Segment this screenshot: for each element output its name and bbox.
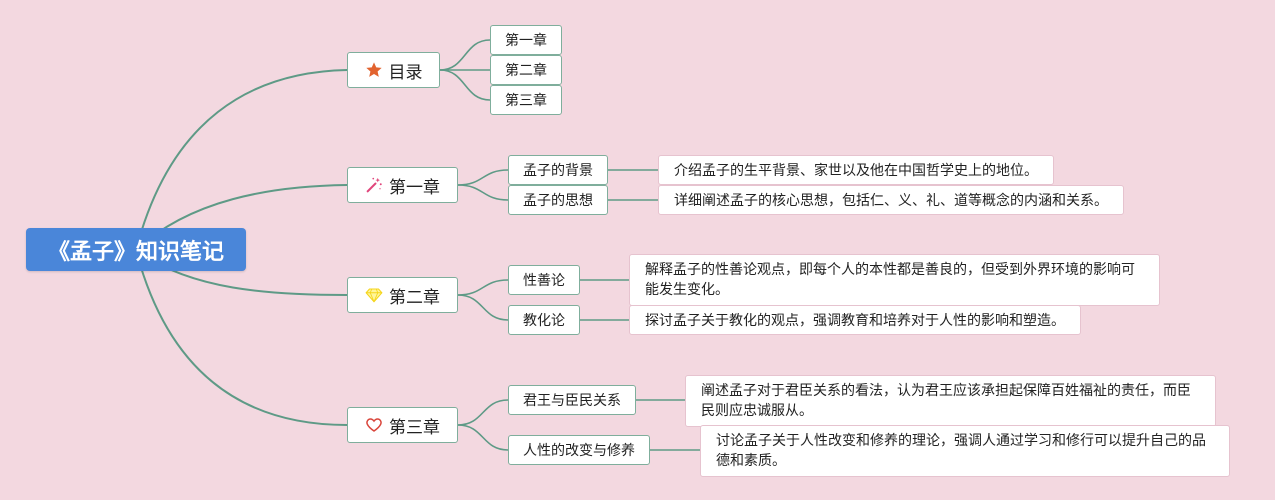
- topic-chapter-3-label: 第三章: [389, 417, 440, 438]
- root-topic-label: 《孟子》知识笔记: [47, 239, 224, 265]
- detail-education-theory[interactable]: 探讨孟子关于教化的观点，强调教育和培养对于人性的影响和塑造。: [629, 305, 1081, 335]
- subtopic-contents-chapter-1[interactable]: 第一章: [490, 25, 562, 55]
- subtopic-label: 第二章: [505, 63, 547, 79]
- connector-root-contents: [135, 69, 348, 251]
- connector-contents-item-1: [439, 39, 491, 71]
- subtopic-label: 孟子的背景: [523, 163, 593, 179]
- heart-icon: [365, 416, 383, 434]
- magic-wand-icon: [365, 176, 383, 194]
- detail-text: 解释孟子的性善论观点，即每个人的本性都是善良的，但受到外界环境的影响可能发生变化…: [645, 262, 1135, 298]
- topic-contents[interactable]: 目录: [347, 52, 440, 88]
- subtopic-label: 性善论: [523, 273, 565, 289]
- root-topic[interactable]: 《孟子》知识笔记: [26, 228, 246, 271]
- subtopic-label: 人性的改变与修养: [523, 443, 635, 459]
- subtopic-mencius-thought[interactable]: 孟子的思想: [508, 185, 608, 215]
- connector-chapter-1-thought: [457, 184, 509, 201]
- detail-text: 讨论孟子关于人性改变和修养的理论，强调人通过学习和修行可以提升自己的品德和素质。: [716, 433, 1206, 469]
- connector-contents-item-3: [439, 69, 491, 101]
- detail-mencius-thought[interactable]: 详细阐述孟子的核心思想，包括仁、义、礼、道等概念的内涵和关系。: [658, 185, 1124, 215]
- connector-chapter-3-cultivation: [457, 424, 509, 451]
- connector-root-chapter-3: [135, 249, 348, 426]
- subtopic-human-nature-cultivation[interactable]: 人性的改变与修养: [508, 435, 650, 465]
- diamond-icon: [365, 286, 383, 304]
- subtopic-contents-chapter-2[interactable]: 第二章: [490, 55, 562, 85]
- detail-human-nature-cultivation[interactable]: 讨论孟子关于人性改变和修养的理论，强调人通过学习和修行可以提升自己的品德和素质。: [700, 425, 1230, 477]
- detail-mencius-background[interactable]: 介绍孟子的生平背景、家世以及他在中国哲学史上的地位。: [658, 155, 1054, 185]
- topic-chapter-2[interactable]: 第二章: [347, 277, 458, 313]
- detail-text: 介绍孟子的生平背景、家世以及他在中国哲学史上的地位。: [674, 163, 1038, 179]
- subtopic-label: 教化论: [523, 313, 565, 329]
- connector-chapter-2-education: [457, 294, 509, 321]
- subtopic-mencius-background[interactable]: 孟子的背景: [508, 155, 608, 185]
- detail-goodness-theory[interactable]: 解释孟子的性善论观点，即每个人的本性都是善良的，但受到外界环境的影响可能发生变化…: [629, 254, 1160, 306]
- detail-ruler-subject-relation[interactable]: 阐述孟子对于君臣关系的看法，认为君王应该承担起保障百姓福祉的责任，而臣民则应忠诚…: [685, 375, 1216, 427]
- topic-chapter-1-label: 第一章: [389, 177, 440, 198]
- star-icon: [365, 61, 383, 79]
- detail-text: 详细阐述孟子的核心思想，包括仁、义、礼、道等概念的内涵和关系。: [674, 193, 1108, 209]
- subtopic-education-theory[interactable]: 教化论: [508, 305, 580, 335]
- topic-chapter-1[interactable]: 第一章: [347, 167, 458, 203]
- subtopic-ruler-subject-relation[interactable]: 君王与臣民关系: [508, 385, 636, 415]
- subtopic-contents-chapter-3[interactable]: 第三章: [490, 85, 562, 115]
- detail-text: 探讨孟子关于教化的观点，强调教育和培养对于人性的影响和塑造。: [645, 313, 1065, 329]
- connector-chapter-2-goodness: [457, 279, 509, 296]
- subtopic-label: 第一章: [505, 33, 547, 49]
- detail-text: 阐述孟子对于君臣关系的看法，认为君王应该承担起保障百姓福祉的责任，而臣民则应忠诚…: [701, 383, 1191, 419]
- topic-contents-label: 目录: [388, 62, 423, 83]
- connector-chapter-3-ruler: [457, 399, 509, 426]
- subtopic-goodness-theory[interactable]: 性善论: [508, 265, 580, 295]
- topic-chapter-2-label: 第二章: [389, 287, 440, 308]
- topic-chapter-3[interactable]: 第三章: [347, 407, 458, 443]
- subtopic-label: 第三章: [505, 93, 547, 109]
- subtopic-label: 孟子的思想: [523, 193, 593, 209]
- subtopic-label: 君王与臣民关系: [523, 393, 621, 409]
- connector-chapter-1-background: [457, 169, 509, 186]
